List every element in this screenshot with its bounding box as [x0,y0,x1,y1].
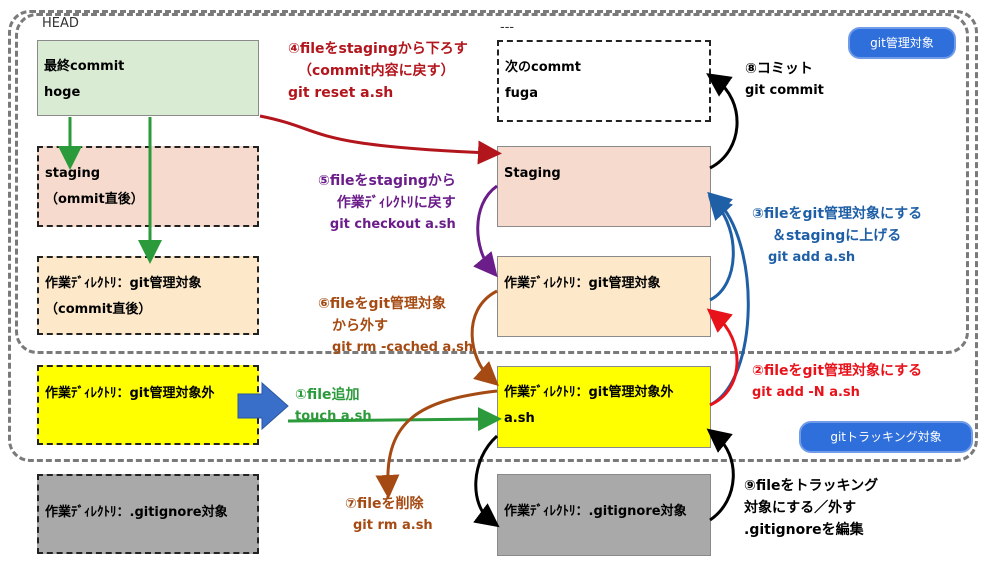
left-workdir-managed-note: （commit直後） [45,302,152,317]
right-staging-box: Staging [497,146,711,227]
step6-line2: から外す [332,318,388,334]
step3-label: ③fileをgit管理対象にする ＆stagingに上げる git add a.… [752,203,922,269]
arrow-rm [375,389,498,499]
step5-line3: git checkout a.sh [329,217,456,232]
last-commit-box: 最終commit hoge [37,40,259,116]
last-commit-title: 最終commit [44,59,125,74]
step9-line3: .gitignoreを編集 [744,522,864,538]
left-workdir-unmanaged-title: 作業ﾃﾞｨﾚｸﾄﾘ：git管理対象外 [45,386,215,401]
step7-line1: ⑦fileを削除 [345,496,424,512]
step4-line1: ④fileをstagingから下ろす [288,41,468,57]
arrow-checkout [473,184,498,278]
left-workdir-unmanaged-box: 作業ﾃﾞｨﾚｸﾄﾘ：git管理対象外 [37,365,259,445]
next-commit-box: 次のcommt fuga [497,40,711,122]
step2-line2: git add -N a.sh [752,385,860,400]
step9-label: ⑨fileをトラッキング 対象にする／外す .gitignoreを編集 [744,475,878,541]
step2-line1: ②fileをgit管理対象にする [752,363,923,379]
arrow-add-n [706,308,739,407]
right-staging-title: Staging [504,166,561,181]
step5-label: ⑤fileをstagingから 作業ﾃﾞｨﾚｸﾄﾘに戻す git checkou… [318,170,456,236]
step6-line3: git rm -cached a.sh [332,340,474,355]
git-managed-badge: git管理対象 [848,27,956,59]
step8-label: ⑧コミット git commit [745,58,824,102]
step3-line3: git add a.sh [768,250,856,265]
step5-line2: 作業ﾃﾞｨﾚｸﾄﾘに戻す [336,195,456,211]
arrow-rm-cached [470,289,499,387]
step1-line1: ①file追加 [295,387,360,403]
next-commit-title: 次のcommt [505,60,581,75]
left-workdir-ignore-title: 作業ﾃﾞｨﾚｸﾄﾘ：.gitignore対象 [45,505,228,520]
right-workdir-managed-title: 作業ﾃﾞｨﾚｸﾄﾘ：git管理対象 [504,276,661,291]
right-workdir-ignore-title: 作業ﾃﾞｨﾚｸﾄﾘ：.gitignore対象 [504,504,687,519]
arrow-reset [259,114,502,165]
step7-line2: git rm a.sh [353,518,433,533]
last-commit-name: hoge [44,85,81,100]
step9-line1: ⑨fileをトラッキング [744,478,879,494]
right-workdir-unmanaged-file: a.sh [504,411,535,426]
block-arrow-touch [237,381,289,431]
step8-line1: ⑧コミット [745,61,813,77]
left-staging-note: （ommit直後） [45,192,144,207]
step2-label: ②fileをgit管理対象にする git add -N a.sh [752,360,922,404]
step4-line2: （commit内容に戻す） [298,63,455,79]
git-tracking-region [8,10,978,462]
step6-label: ⑥fileをgit管理対象 から外す git rm -cached a.sh [318,293,473,359]
git-managed-region [15,13,969,354]
step1-label: ①file追加 touch a.sh [295,384,372,428]
step7-label: ⑦fileを削除 git rm a.sh [345,493,433,537]
step3-line1: ③fileをgit管理対象にする [752,206,923,222]
step5-line1: ⑤fileをstagingから [318,173,456,189]
step6-line1: ⑥fileをgit管理対象 [318,296,447,312]
right-workdir-ignore-box: 作業ﾃﾞｨﾚｸﾄﾘ：.gitignore対象 [497,474,711,556]
arrow-ignore-down [473,434,500,528]
git-tracking-badge: gitトラッキング対象 [799,421,973,453]
right-workdir-managed-box: 作業ﾃﾞｨﾚｸﾄﾘ：git管理対象 [497,256,711,337]
right-workdir-unmanaged-title: 作業ﾃﾞｨﾚｸﾄﾘ：git管理対象外 [504,385,674,400]
next-commit-name: fuga [505,86,538,101]
arrow-ignore-up [706,428,735,522]
step8-line2: git commit [745,83,824,98]
step9-line2: 対象にする／外す [744,500,857,516]
left-workdir-managed-title: 作業ﾃﾞｨﾚｸﾄﾘ：git管理対象 [45,276,202,291]
right-workdir-unmanaged-box: 作業ﾃﾞｨﾚｸﾄﾘ：git管理対象外 a.sh [497,366,711,448]
head-label: HEAD [42,16,79,31]
step3-line2: ＆stagingに上げる [772,228,902,244]
step4-line3: git reset a.sh [288,85,394,101]
arrow-touch-to-file [287,407,502,432]
step1-line2: touch a.sh [295,409,372,424]
dash-label: --- [500,20,515,35]
left-workdir-ignore-box: 作業ﾃﾞｨﾚｸﾄﾘ：.gitignore対象 [37,474,259,554]
step4-label: ④fileをstagingから下ろす （commit内容に戻す） git res… [288,38,468,104]
arrow-commit [706,73,739,170]
